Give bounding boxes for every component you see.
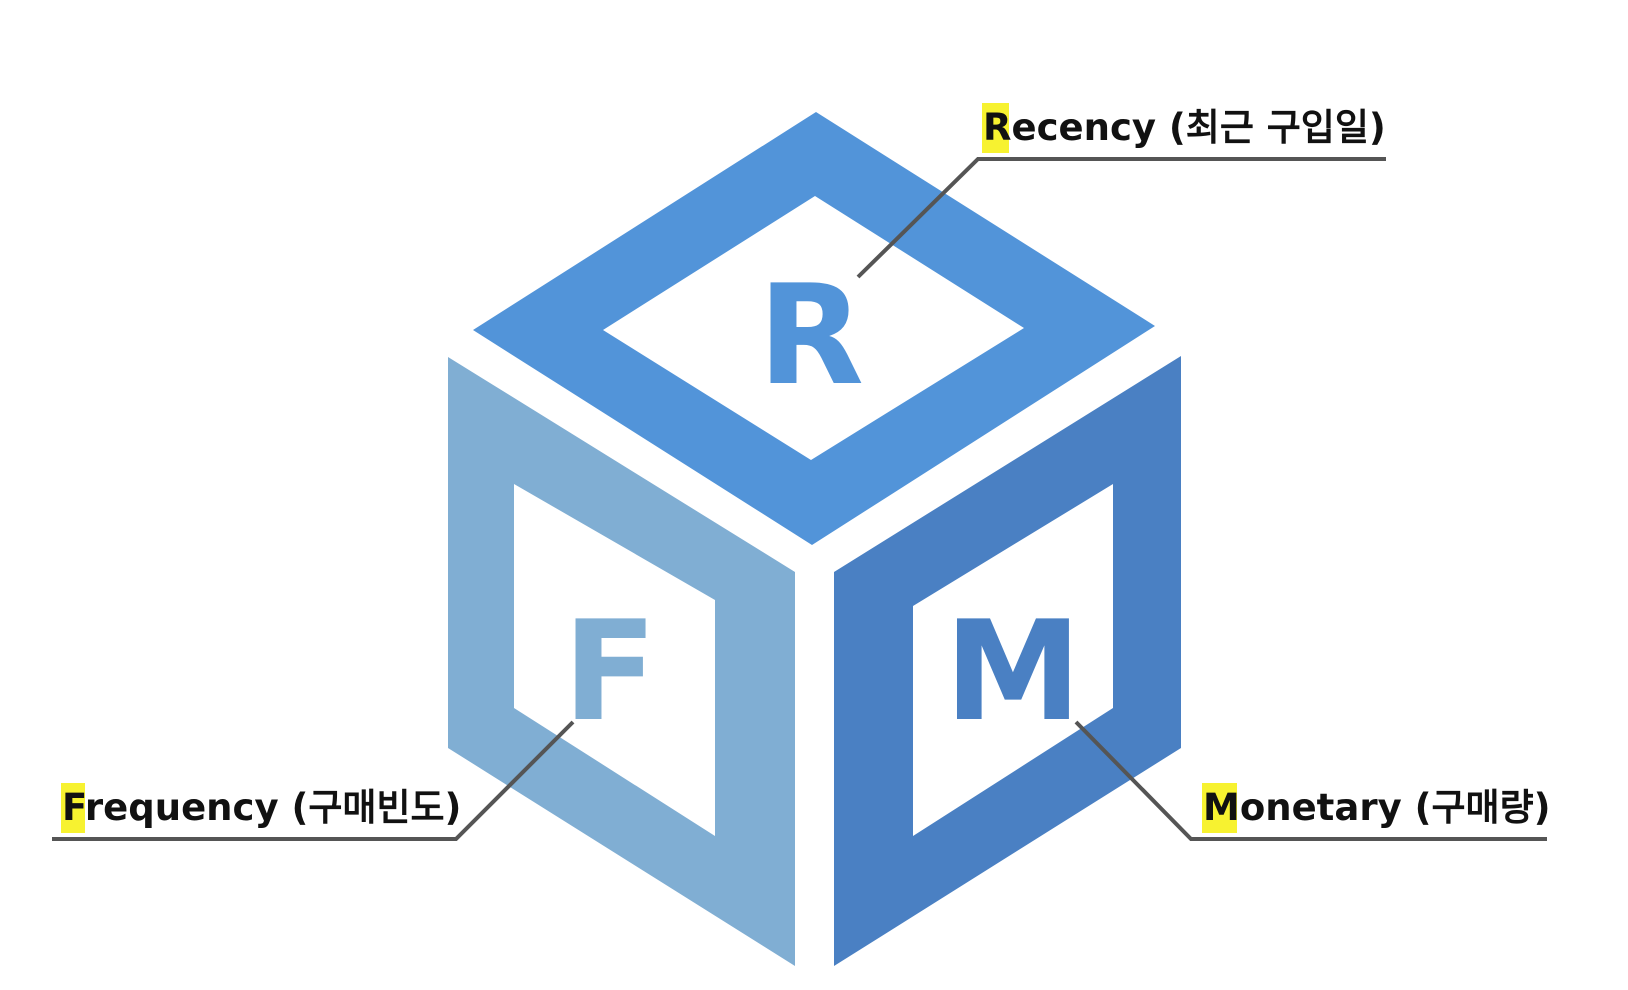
recency-initial: R (983, 106, 1012, 149)
right-face-letter: M (944, 591, 1081, 752)
right-face-frame (834, 356, 1181, 966)
monetary-initial-highlight (1202, 783, 1237, 833)
recency-initial-highlight (982, 103, 1009, 153)
monetary-callout: Monetary (구매량) (1074, 720, 1551, 841)
monetary-leader-line (1074, 720, 1547, 841)
frequency-initial-highlight (61, 783, 85, 833)
recency-callout: Recency (최근 구입일) (856, 103, 1386, 279)
right-face-monetary: M (834, 356, 1181, 966)
recency-leader-line (856, 157, 1386, 279)
recency-label: Recency (최근 구입일) (983, 106, 1386, 149)
top-face-frame (473, 112, 1155, 545)
frequency-initial: F (62, 786, 85, 829)
frequency-label-rest: requency (구매빈도) (85, 786, 462, 829)
monetary-label: Monetary (구매량) (1203, 786, 1551, 829)
left-face-frame (448, 357, 795, 966)
monetary-label-rest: onetary (구매량) (1240, 786, 1551, 829)
top-face-letter: R (758, 255, 864, 416)
top-face-recency: R (473, 112, 1155, 545)
left-face-letter: F (563, 591, 657, 752)
frequency-leader-line (52, 720, 575, 841)
monetary-initial: M (1203, 786, 1240, 829)
recency-label-rest: ecency (최근 구입일) (1012, 106, 1386, 149)
left-face-frequency: F (448, 357, 795, 966)
frequency-callout: Frequency (구매빈도) (52, 720, 575, 841)
frequency-label: Frequency (구매빈도) (62, 786, 461, 829)
